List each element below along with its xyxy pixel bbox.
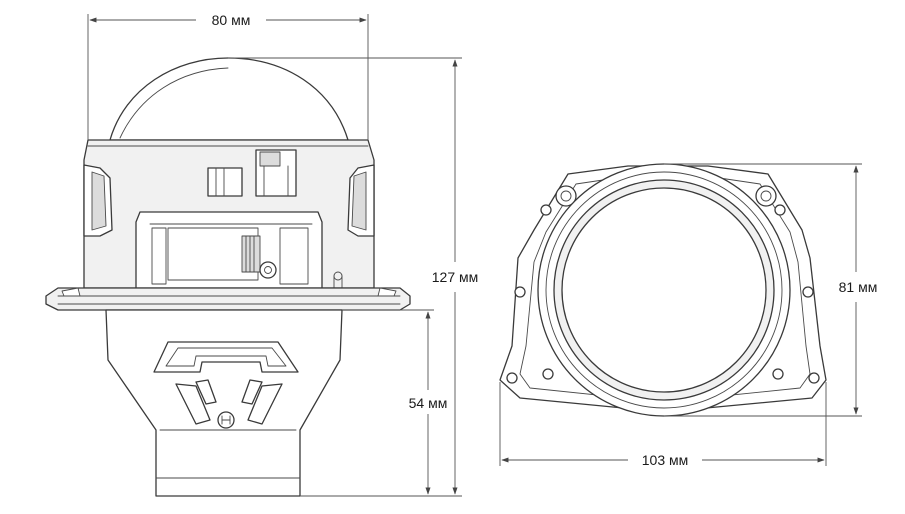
dim-label-front-width: 103 мм	[642, 452, 689, 468]
dim-front-height: 81 мм	[664, 163, 878, 417]
mounting-flange	[45, 287, 411, 311]
heatsink-base	[105, 309, 343, 497]
dim-front-width: 103 мм	[499, 382, 827, 468]
lens-glass	[561, 187, 767, 393]
side-view	[45, 57, 411, 497]
dim-label-side-width: 80 мм	[212, 12, 251, 28]
dim-side-height-total: 127 мм	[228, 57, 479, 497]
dim-label-front-height: 81 мм	[839, 279, 878, 295]
base-arrow-emblem	[153, 341, 299, 373]
lens-dome	[109, 57, 349, 141]
inner-cavity	[135, 211, 323, 289]
dim-label-side-height-total: 127 мм	[432, 269, 479, 285]
shutter-mechanism	[241, 235, 277, 279]
front-view	[499, 163, 827, 417]
dim-side-height-base: 54 мм	[342, 309, 448, 495]
dim-label-side-height-base: 54 мм	[409, 395, 448, 411]
dim-side-width: 80 мм	[87, 12, 369, 140]
